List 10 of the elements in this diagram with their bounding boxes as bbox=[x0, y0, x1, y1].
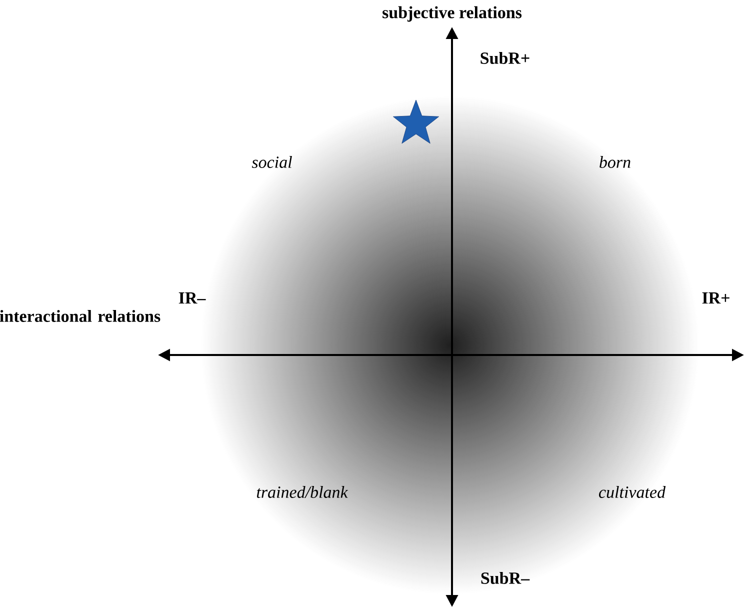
axis-label: social bbox=[252, 156, 292, 168]
axis-label: born bbox=[600, 156, 630, 168]
axis-label: IR+ bbox=[702, 292, 730, 304]
axis-label: IR– bbox=[178, 292, 206, 304]
axis-label: SubR– bbox=[481, 572, 530, 584]
axis-label: interactional relations bbox=[0, 310, 160, 322]
axis-label: cultivated bbox=[599, 486, 666, 498]
axis-label: trained/blank bbox=[256, 486, 348, 498]
axis-label: subjective relations bbox=[382, 6, 522, 22]
axis-label: SubR+ bbox=[480, 52, 530, 64]
